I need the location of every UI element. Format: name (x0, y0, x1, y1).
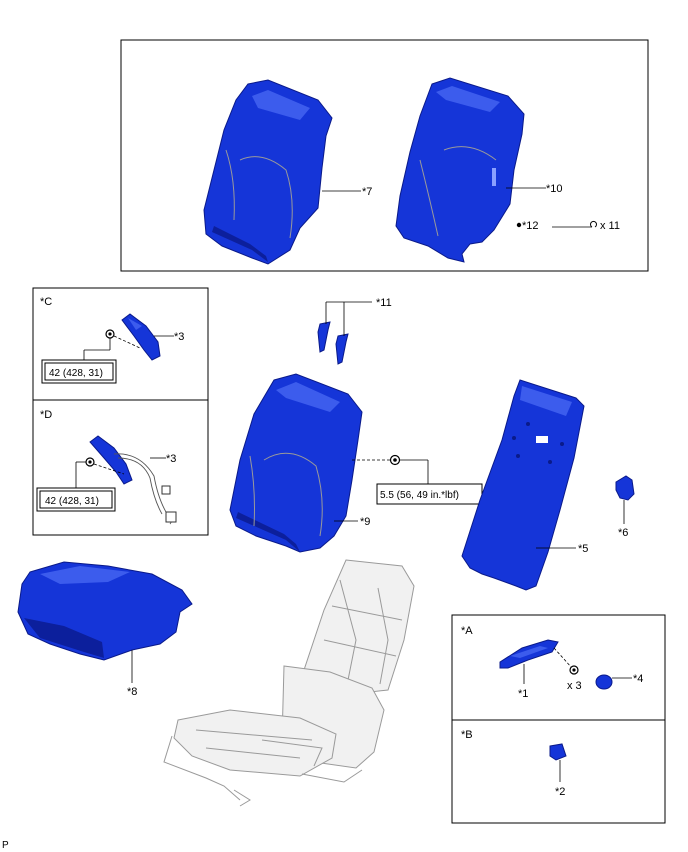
torque-box-c (41, 359, 117, 384)
hog-ring-icon (590, 220, 597, 228)
quantity-11: x 11 (600, 220, 620, 232)
cap-2 (549, 743, 567, 761)
dash-d (93, 463, 125, 475)
label-12: *12 (522, 220, 539, 232)
label-1: *1 (518, 688, 528, 700)
label-4: *4 (633, 673, 643, 685)
label-11: *11 (376, 297, 392, 309)
seatback-pad-9 (229, 373, 363, 553)
section-d-label: *D (40, 409, 52, 421)
label-6: *6 (618, 527, 628, 539)
section-a-label: *A (461, 625, 473, 637)
pins-11 (317, 321, 349, 365)
seat-frame-ghost (163, 559, 415, 807)
label-2: *2 (555, 786, 565, 798)
bullet-12 (516, 222, 522, 228)
label-9: *9 (360, 516, 370, 528)
seatback-cover-7 (203, 79, 333, 265)
seatback-cover-10 (395, 77, 525, 263)
torque-seatback: 5.5 (56, 49 in.*lbf) (380, 490, 459, 501)
frame-d (32, 399, 209, 536)
top-frame (120, 39, 649, 272)
torque-box-d (36, 487, 116, 512)
label-8: *8 (127, 686, 137, 698)
clip-6 (615, 475, 635, 501)
torque-d: 42 (428, 31) (45, 496, 99, 507)
label-c3: *3 (174, 331, 184, 343)
label-7: *7 (362, 186, 372, 198)
label-10: *10 (546, 183, 563, 195)
frame-a (451, 614, 666, 721)
seatback-board-5 (461, 379, 585, 591)
torque-c: 42 (428, 31) (49, 368, 103, 379)
quantity-3: x 3 (567, 680, 582, 692)
knob-4 (595, 674, 613, 690)
cover-1 (499, 639, 559, 669)
section-b-label: *B (461, 729, 473, 741)
label-5: *5 (578, 543, 588, 555)
section-c-label: *C (40, 296, 52, 308)
label-d3: *3 (166, 453, 176, 465)
frame-b (451, 719, 666, 824)
dash-a (553, 647, 573, 669)
seat-belt-anchor-d (89, 435, 177, 525)
seat-belt-anchor-c (121, 313, 161, 361)
footer-code: P (2, 840, 9, 851)
seat-cushion-8 (17, 561, 193, 661)
